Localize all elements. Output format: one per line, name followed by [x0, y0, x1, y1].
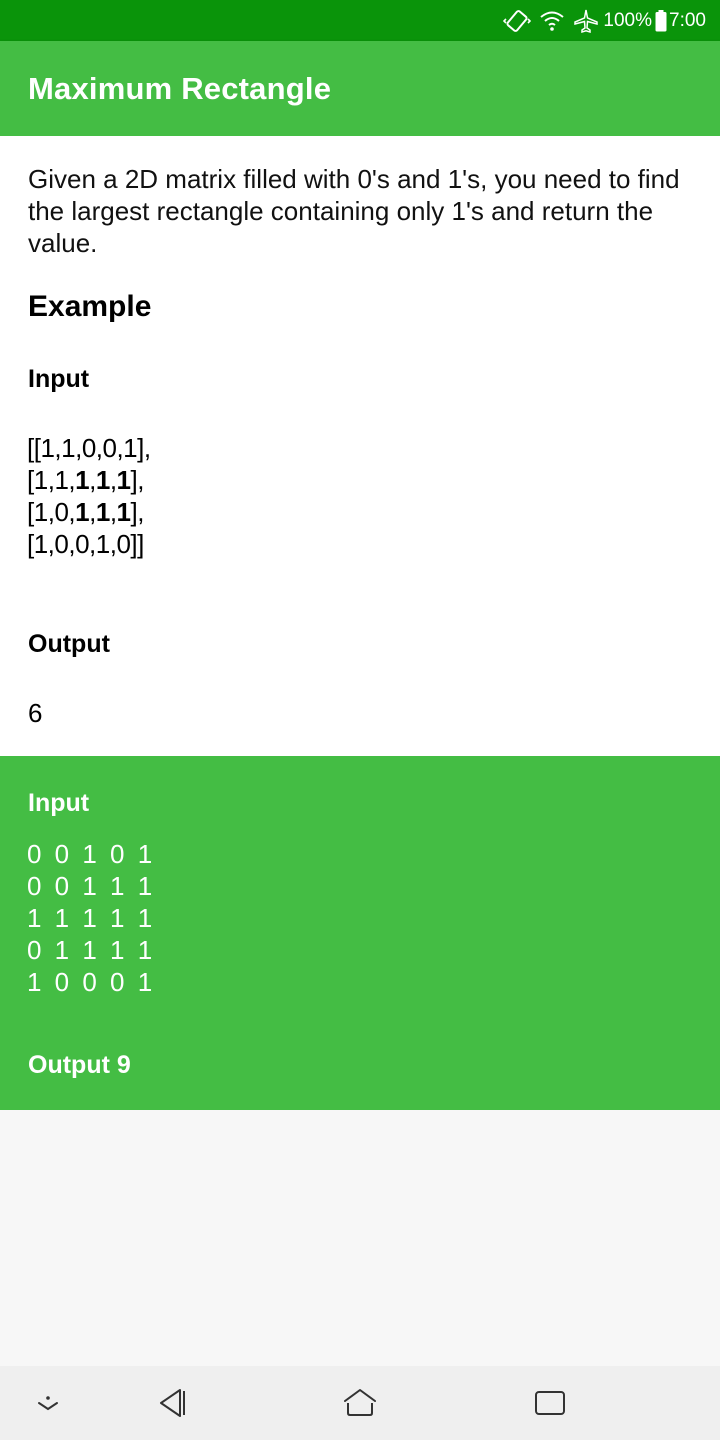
problem-content	[0, 136, 720, 756]
example-output-heading: Output	[28, 630, 110, 658]
problem-description: Given a 2D matrix filled with 0's and 1'…	[28, 164, 680, 258]
airplane-icon	[573, 8, 599, 34]
navigation-bar	[0, 1366, 720, 1440]
test-matrix-row: 0 1 1 1 1	[27, 935, 156, 965]
test-matrix-row: 0 0 1 0 1	[27, 839, 156, 869]
example-output-value: 6	[28, 698, 43, 728]
test-output: Output 9	[28, 1051, 131, 1079]
page-title: Maximum Rectangle	[28, 70, 332, 106]
test-matrix-row: 1 0 0 0 1	[27, 967, 156, 997]
status-bar: 100% 7:00	[0, 0, 720, 41]
example-matrix-row: [[1,1,0,0,1],	[27, 433, 151, 463]
example-heading: Example	[28, 290, 152, 323]
recents-icon[interactable]	[518, 1366, 582, 1440]
test-matrix-row: 0 0 1 1 1	[27, 871, 156, 901]
vibrate-icon	[503, 9, 532, 33]
test-input-label: Input	[28, 789, 90, 817]
clock: 7:00	[669, 9, 706, 31]
app-bar: Maximum Rectangle	[0, 41, 720, 136]
battery-percentage: 100%	[603, 9, 653, 31]
back-icon[interactable]	[140, 1366, 204, 1440]
test-input-matrix[interactable]: 0 0 1 0 1 0 0 1 1 1 1 1 1 1 1 0 1 1 1 1 …	[27, 838, 155, 998]
example-input-heading: Input	[28, 365, 90, 393]
example-matrix-row: [1,0,1,1,1],	[27, 497, 144, 527]
example-matrix-row: [1,0,0,1,0]]	[27, 529, 144, 559]
example-matrix-row: [1,1,1,1,1],	[27, 465, 144, 495]
test-matrix-row: 1 1 1 1 1	[27, 903, 156, 933]
test-panel: Input 0 0 1 0 1 0 0 1 1 1 1 1 1 1 1 0 1 …	[0, 756, 720, 1110]
home-icon[interactable]	[328, 1366, 392, 1440]
wifi-icon	[539, 9, 565, 33]
example-matrix: [[1,1,0,0,1], [1,1,1,1,1], [1,0,1,1,1], …	[27, 432, 151, 560]
chevron-down-icon[interactable]	[20, 1366, 76, 1440]
battery-icon	[655, 9, 667, 32]
